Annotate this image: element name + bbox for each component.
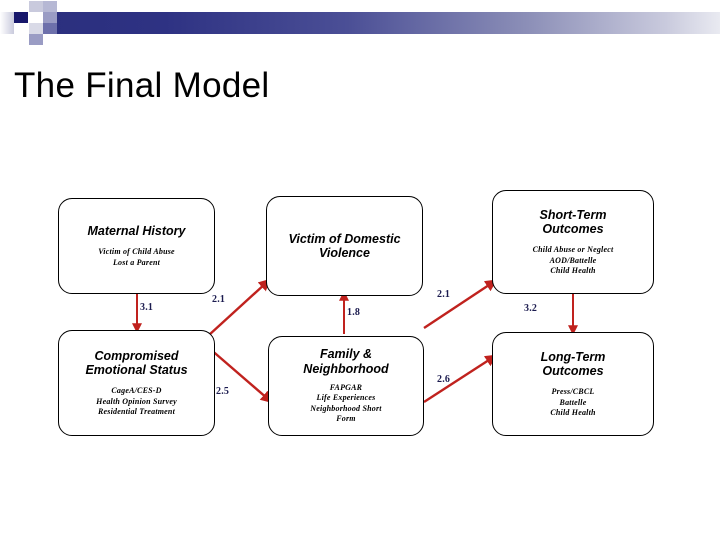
arrow-2-5	[208, 347, 273, 404]
node-subtext-line: Health Opinion Survey	[96, 396, 177, 406]
node-subtext-line: Life Experiences	[316, 393, 376, 403]
node-subtext-line: Child Abuse or Neglect	[532, 245, 614, 255]
node-subtext-line: Residential Treatment	[97, 407, 175, 417]
node-subtext-line: CageA/CES-D	[111, 386, 162, 396]
node-subtext-line: Child Health	[550, 266, 596, 276]
node-subtext-line: Neighborhood Short	[310, 403, 382, 413]
node-subtext-line: AOD/Battelle	[549, 255, 597, 265]
slide-header-decoration	[0, 0, 720, 46]
node-compromised-emotional-status[interactable]: Compromised Emotional Status CageA/CES-D…	[58, 330, 215, 436]
edge-label-3-2: 3.2	[524, 303, 538, 314]
flowchart-arrows-layer	[132, 278, 578, 404]
node-family-and-neighborhood[interactable]: Family & Neighborhood FAPGAR Life Experi…	[268, 336, 424, 436]
header-square-1	[0, 12, 14, 34]
page-title: The Final Model	[14, 66, 270, 105]
node-subtext: Victim of Child Abuse Lost a Parent	[98, 247, 175, 268]
final-model-flowchart: Maternal History Victim of Child Abuse L…	[0, 150, 720, 480]
node-victim-of-domestic-violence[interactable]: Victim of Domestic Violence	[266, 196, 423, 296]
header-gradient-bar	[43, 12, 720, 34]
edge-label-1-8: 1.8	[347, 307, 361, 318]
edge-label-2-5: 2.5	[216, 386, 230, 397]
node-short-term-outcomes[interactable]: Short-Term Outcomes Child Abuse or Negle…	[492, 190, 654, 294]
arrow-2-6	[423, 354, 498, 404]
node-subtext: CageA/CES-D Health Opinion Survey Reside…	[96, 386, 177, 417]
node-header: Maternal History	[87, 223, 186, 238]
node-header: Short-Term Outcomes	[539, 207, 607, 236]
node-subtext: FAPGAR Life Experiences Neighborhood Sho…	[310, 383, 381, 425]
arrow-2-1-left	[208, 278, 271, 336]
header-square-2	[14, 12, 28, 23]
node-subtext-line: Form	[336, 414, 356, 424]
node-header: Compromised Emotional Status	[85, 348, 188, 377]
node-maternal-history[interactable]: Maternal History Victim of Child Abuse L…	[58, 198, 215, 294]
edge-label-2-1-right: 2.1	[437, 289, 451, 300]
header-square-8	[29, 34, 43, 45]
header-square-9	[14, 23, 28, 34]
node-subtext-line: Victim of Child Abuse	[98, 247, 175, 257]
header-square-7	[43, 23, 57, 34]
node-header: Long-Term Outcomes	[540, 349, 606, 378]
node-subtext-line: Press/CBCL	[551, 387, 595, 397]
edge-label-2-6: 2.6	[437, 374, 451, 385]
edge-label-2-1-left: 2.1	[212, 294, 226, 305]
edge-label-3-1: 3.1	[140, 302, 154, 313]
header-square-6	[43, 12, 57, 23]
header-square-3	[29, 1, 43, 12]
node-subtext-line: Battelle	[559, 397, 587, 407]
header-square-5	[43, 1, 57, 12]
header-square-4	[29, 23, 43, 34]
arrow-2-1-right	[423, 279, 498, 330]
node-subtext-line: FAPGAR	[329, 383, 363, 393]
node-subtext-line: Lost a Parent	[112, 257, 161, 267]
node-header: Family & Neighborhood	[303, 347, 389, 376]
node-header: Victim of Domestic Violence	[288, 231, 401, 260]
node-long-term-outcomes[interactable]: Long-Term Outcomes Press/CBCL Battelle C…	[492, 332, 654, 436]
node-subtext: Press/CBCL Battelle Child Health	[550, 387, 595, 418]
node-subtext-line: Child Health	[550, 408, 596, 418]
node-subtext: Child Abuse or Neglect AOD/Battelle Chil…	[533, 245, 614, 276]
